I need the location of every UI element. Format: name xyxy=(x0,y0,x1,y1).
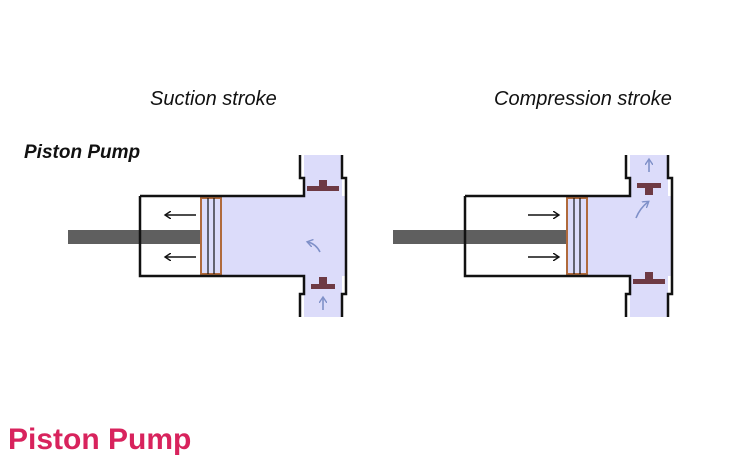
compression-cylinder-wall xyxy=(463,155,674,317)
suction-cylinder-wall xyxy=(138,155,348,317)
suction-piston xyxy=(200,197,222,275)
compression-pump xyxy=(393,155,674,317)
suction-chamber-fluid xyxy=(221,196,345,276)
compression-piston xyxy=(566,197,588,275)
compression-flow-arrow xyxy=(635,202,648,219)
compression-inlet-valve xyxy=(633,279,665,284)
compression-chamber-fluid xyxy=(587,196,672,276)
suction-piston-rod xyxy=(68,230,204,244)
compression-discharge-valve xyxy=(637,183,661,188)
compression-stroke-label: Compression stroke xyxy=(494,88,672,110)
suction-inlet-valve xyxy=(311,284,335,289)
diagram-title: Piston Pump xyxy=(24,142,141,163)
caption: Piston Pump xyxy=(8,423,192,456)
suction-flow-arrow xyxy=(308,242,321,253)
compression-piston-rod xyxy=(393,230,568,244)
suction-pump xyxy=(68,155,348,317)
suction-discharge-valve xyxy=(307,186,339,191)
suction-stroke-label: Suction stroke xyxy=(150,88,277,110)
